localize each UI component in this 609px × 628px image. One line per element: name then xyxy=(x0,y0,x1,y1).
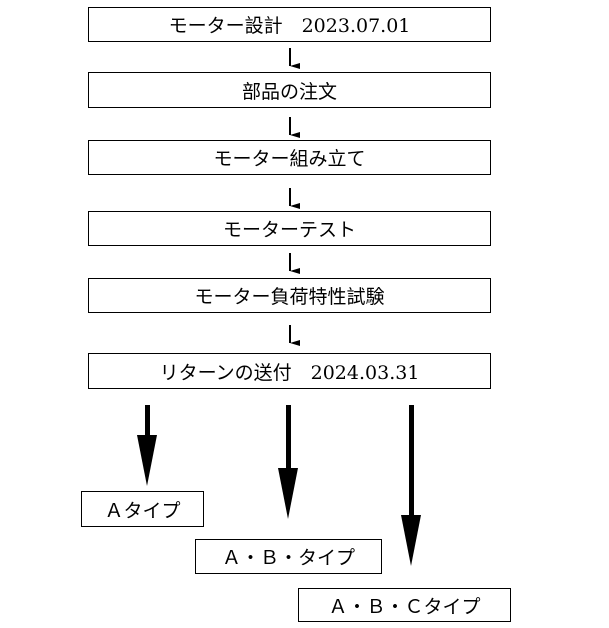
step-load-test: モーター負荷特性試験 xyxy=(88,278,491,313)
outcome-arrows xyxy=(137,405,421,566)
arrow-to-a-type xyxy=(137,405,157,486)
step-return-shipment: リターンの送付 2024.03.31 xyxy=(88,353,491,389)
step-motor-test: モーターテスト xyxy=(88,211,491,246)
outcome-ab-type: Ａ・Ｂ・タイプ xyxy=(195,539,382,574)
step-label: モーター組み立て xyxy=(213,148,366,170)
step-label: モーター負荷特性試験 xyxy=(194,286,385,308)
outcome-label: Ａタイプ xyxy=(104,499,181,522)
step-motor-assembly: モーター組み立て xyxy=(88,140,491,175)
outcome-label: Ａ・Ｂ・タイプ xyxy=(221,547,355,569)
step-label: モーター設計 2023.07.01 xyxy=(168,15,411,37)
step-label: モーターテスト xyxy=(222,219,356,241)
outcome-label: Ａ・Ｂ・Ｃタイプ xyxy=(328,595,481,618)
outcome-a-type: Ａタイプ xyxy=(81,491,204,527)
step-label: リターンの送付 2024.03.31 xyxy=(159,361,420,384)
arrow-to-abc-type xyxy=(401,405,421,566)
step-motor-design: モーター設計 2023.07.01 xyxy=(88,7,491,42)
step-parts-order: 部品の注文 xyxy=(88,72,491,108)
arrow-to-ab-type xyxy=(278,405,298,519)
step-label: 部品の注文 xyxy=(241,80,337,103)
outcome-abc-type: Ａ・Ｂ・Ｃタイプ xyxy=(298,588,511,622)
